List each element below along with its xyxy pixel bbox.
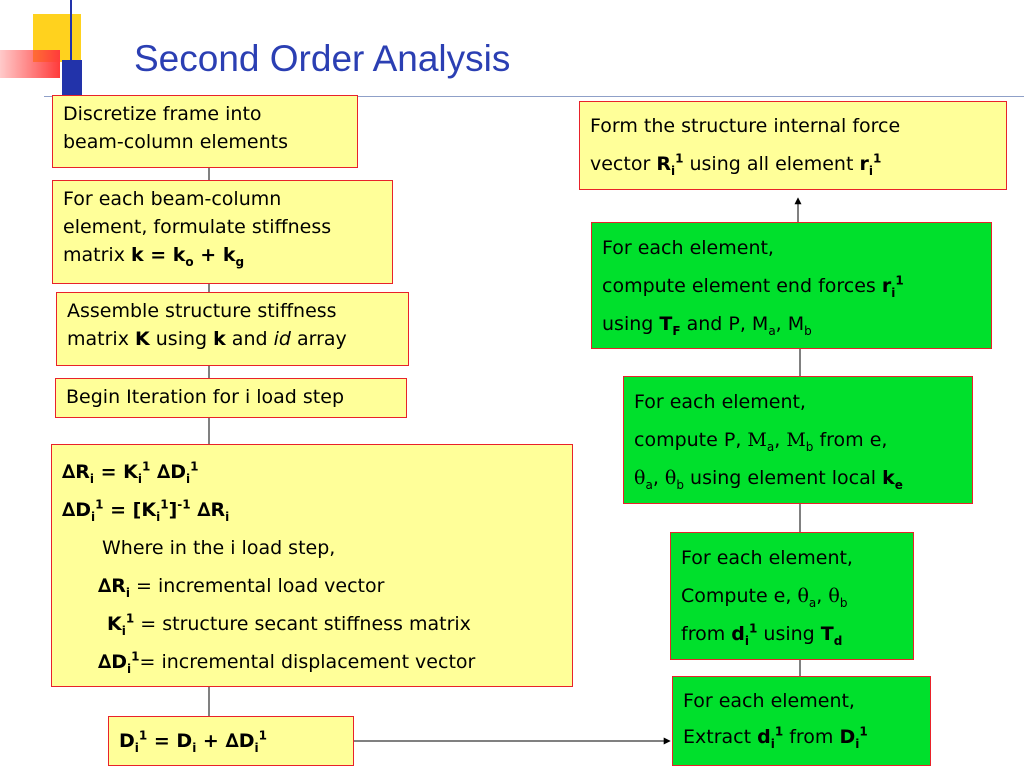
formulate-stiffness-box: For each beam-column element, formulate … bbox=[52, 180, 393, 284]
end-forces-line1: For each element, bbox=[602, 237, 774, 259]
compute-deformation-box: For each element, Compute e, θa, θb from… bbox=[670, 532, 914, 660]
formulate-line3: matrix k = ko + kg bbox=[63, 244, 245, 269]
assemble-line1: Assemble structure stiffness bbox=[67, 300, 337, 322]
formulate-line1: For each beam-column bbox=[63, 188, 282, 210]
assemble-line2: matrix K using k and id array bbox=[67, 328, 347, 350]
formulate-line2: element, formulate stiffness bbox=[63, 216, 332, 238]
definition-delta-r: ∆Ri = incremental load vector bbox=[98, 575, 385, 600]
end-forces-line3: using TF and P, Ma, Mb bbox=[602, 313, 812, 338]
extract-displacement-box: For each element, Extract di1 from Di1 bbox=[672, 676, 931, 766]
iteration-equations-box: ∆Ri = Ki1 ∆Di1 ∆Di1 = [Ki1]-1 ∆Ri Where … bbox=[51, 444, 573, 687]
slide-title: Second Order Analysis bbox=[134, 38, 511, 79]
extract-line1: For each element, bbox=[683, 690, 855, 712]
internal-force-vector-box: Form the structure internal force vector… bbox=[579, 101, 1007, 190]
equation-delta-d: ∆Di1 = [Ki1]-1 ∆Ri bbox=[62, 497, 230, 524]
forces-line3: θa, θb using element local ke bbox=[634, 467, 903, 492]
forces-line1: For each element, bbox=[634, 391, 806, 413]
deco-horizontal-line bbox=[44, 96, 1024, 97]
deformation-line2: Compute e, θa, θb bbox=[681, 585, 848, 610]
where-text: Where in the i load step, bbox=[102, 537, 336, 559]
compute-element-forces-box: For each element, compute P, Ma, Mb from… bbox=[623, 376, 973, 504]
begin-iteration-text: Begin Iteration for i load step bbox=[66, 386, 345, 408]
deco-red-bar bbox=[0, 50, 60, 78]
definition-delta-d: ∆Di1= incremental displacement vector bbox=[98, 649, 476, 676]
end-forces-line2: compute element end forces ri1 bbox=[602, 273, 904, 300]
deco-blue-square bbox=[62, 60, 82, 96]
equation-delta-r: ∆Ri = Ki1 ∆Di1 bbox=[62, 459, 199, 486]
internal-line1: Form the structure internal force bbox=[590, 115, 901, 137]
displacement-update-box: Di1 = Di + ∆Di1 bbox=[108, 716, 354, 766]
discretize-box: Discretize frame into beam-column elemen… bbox=[52, 95, 358, 168]
begin-iteration-box: Begin Iteration for i load step bbox=[55, 378, 407, 418]
discretize-line2: beam-column elements bbox=[63, 131, 288, 153]
deformation-line3: from di1 using Td bbox=[681, 621, 843, 648]
displacement-update-equation: Di1 = Di + ∆Di1 bbox=[119, 728, 267, 755]
assemble-box: Assemble structure stiffness matrix K us… bbox=[56, 292, 409, 366]
internal-line2: vector Ri1 using all element ri1 bbox=[590, 151, 882, 178]
deco-vertical-line bbox=[70, 0, 72, 96]
discretize-line1: Discretize frame into bbox=[63, 103, 262, 125]
deformation-line1: For each element, bbox=[681, 547, 853, 569]
extract-line2: Extract di1 from Di1 bbox=[683, 724, 868, 751]
compute-end-forces-box: For each element, compute element end fo… bbox=[591, 222, 992, 349]
forces-line2: compute P, Ma, Mb from e, bbox=[634, 429, 888, 454]
definition-k: Ki1 = structure secant stiffness matrix bbox=[107, 611, 471, 638]
